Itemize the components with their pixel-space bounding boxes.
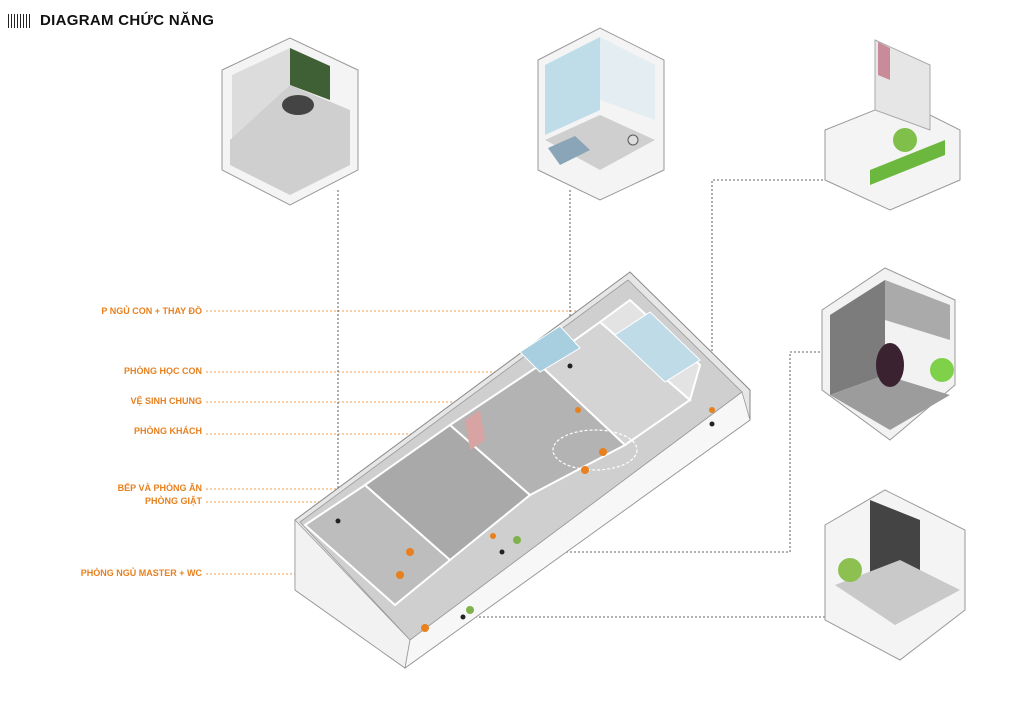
label-study-room: PHÒNG HỌC CON [123, 366, 202, 376]
bathroom-cube [221, 37, 359, 206]
title-bars-icon [8, 13, 32, 28]
diagram-title: DIAGRAM CHỨC NĂNG [8, 12, 214, 29]
label-master-bedroom: PHÒNG NGỦ MASTER + WC [80, 568, 202, 578]
apartment-floorplan [294, 271, 751, 669]
label-common-wc: VỆ SINH CHUNG [130, 396, 202, 406]
study-room-cube [537, 27, 665, 201]
label-laundry: PHÒNG GIẶT [144, 496, 202, 506]
laundry-balcony-cube [824, 489, 966, 661]
title-text: DIAGRAM CHỨC NĂNG [40, 12, 215, 29]
label-kids-bedroom: P NGỦ CON + THAY ĐỒ [101, 306, 202, 316]
balcony-cube [824, 39, 961, 211]
label-kitchen-dining: BẾP VÀ PHÒNG ĂN [117, 483, 202, 493]
massage-chair-cube [821, 267, 956, 441]
label-living-room: PHÒNG KHÁCH [133, 426, 202, 436]
callout-lines [337, 179, 858, 618]
